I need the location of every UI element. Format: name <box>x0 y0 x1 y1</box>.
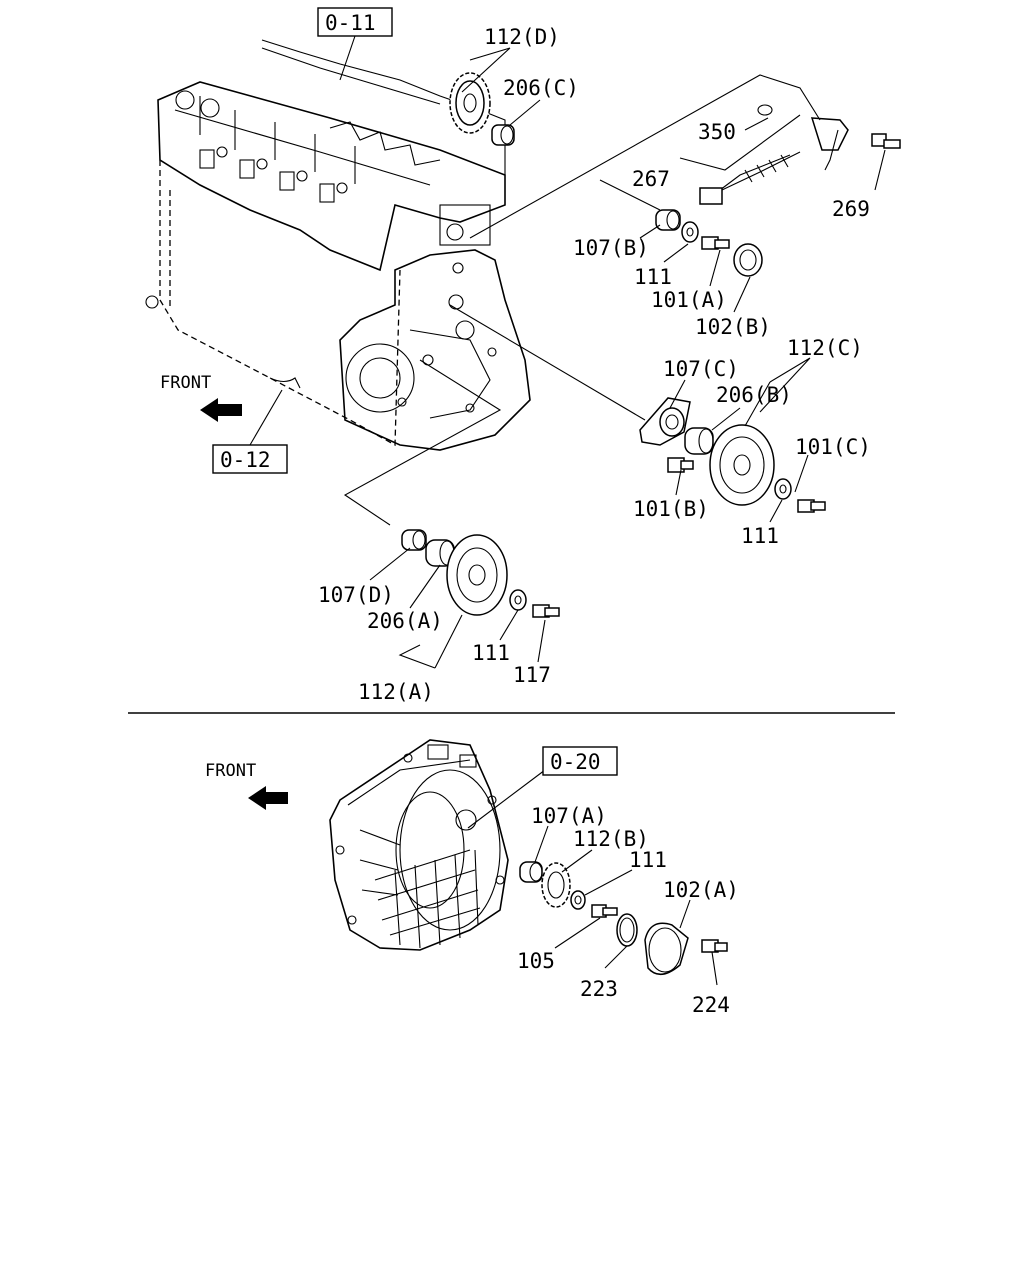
callout-206b: 206(B) <box>716 383 792 407</box>
top-callouts: 112(D) 206(C) 350 267 269 107(B) 111 101… <box>318 25 871 704</box>
callout-112d: 112(D) <box>484 25 560 49</box>
callout-112c: 112(C) <box>787 336 863 360</box>
parts-row-b <box>655 209 763 277</box>
callout-101c: 101(C) <box>795 435 871 459</box>
callout-111-c: 111 <box>472 641 510 665</box>
callout-101b: 101(B) <box>633 497 709 521</box>
callout-111-b: 111 <box>741 524 779 548</box>
parts-row-a <box>401 529 560 618</box>
ref-label-0-20: 0-20 <box>550 750 601 774</box>
ref-label-0-12: 0-12 <box>220 448 271 472</box>
bottom-parts <box>519 861 728 975</box>
callout-102b: 102(B) <box>695 315 771 339</box>
ref-box-0-12: 0-12 <box>212 444 288 474</box>
front-label-top: FRONT <box>160 373 211 393</box>
front-label-bottom: FRONT <box>205 761 256 781</box>
ref-box-0-11: 0-11 <box>317 7 393 37</box>
callout-112a: 112(A) <box>358 680 434 704</box>
ref-label-0-11: 0-11 <box>325 11 376 35</box>
callout-117: 117 <box>513 663 551 687</box>
callout-107a: 107(A) <box>531 804 607 828</box>
ref-box-0-20: 0-20 <box>542 746 618 776</box>
callout-206c: 206(C) <box>503 76 579 100</box>
callout-112b: 112(B) <box>573 827 649 851</box>
bushing-206c <box>491 124 515 146</box>
callout-269: 269 <box>832 197 870 221</box>
front-arrow-top-icon <box>200 398 242 422</box>
top-leader-lines <box>249 35 886 669</box>
idler-gear-112d <box>449 72 491 134</box>
callout-350: 350 <box>698 120 736 144</box>
callout-223: 223 <box>580 977 618 1001</box>
parts-row-c <box>639 397 826 513</box>
callout-101a: 101(A) <box>651 288 727 312</box>
bottom-leader-lines <box>467 769 718 986</box>
callout-111-a: 111 <box>634 265 672 289</box>
callout-102a: 102(A) <box>663 878 739 902</box>
callout-107c: 107(C) <box>663 357 739 381</box>
engine-block-drawing <box>145 39 531 451</box>
bottom-callouts: 107(A) 112(B) 111 102(A) 105 223 224 <box>517 804 739 1017</box>
callout-111-d: 111 <box>629 848 667 872</box>
callout-267: 267 <box>632 167 670 191</box>
flywheel-housing-drawing <box>329 739 509 951</box>
callout-107d: 107(D) <box>318 583 394 607</box>
front-arrow-bottom-icon <box>248 786 288 810</box>
callout-107b: 107(B) <box>573 236 649 260</box>
sensor-assembly-267 <box>699 104 901 205</box>
callout-105: 105 <box>517 949 555 973</box>
callout-206a: 206(A) <box>367 609 443 633</box>
callout-224: 224 <box>692 993 730 1017</box>
